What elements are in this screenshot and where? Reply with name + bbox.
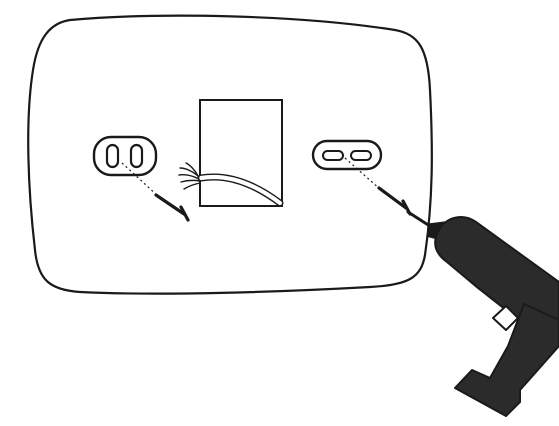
wires-icon [178,162,284,207]
left-mounting-slot [92,135,158,177]
right-mounting-slot [311,139,383,171]
wall-opening [199,99,283,207]
left-guide-line [121,162,159,197]
right-guide-line [344,157,382,191]
drill-icon [406,210,559,417]
screw-icon [154,193,190,222]
